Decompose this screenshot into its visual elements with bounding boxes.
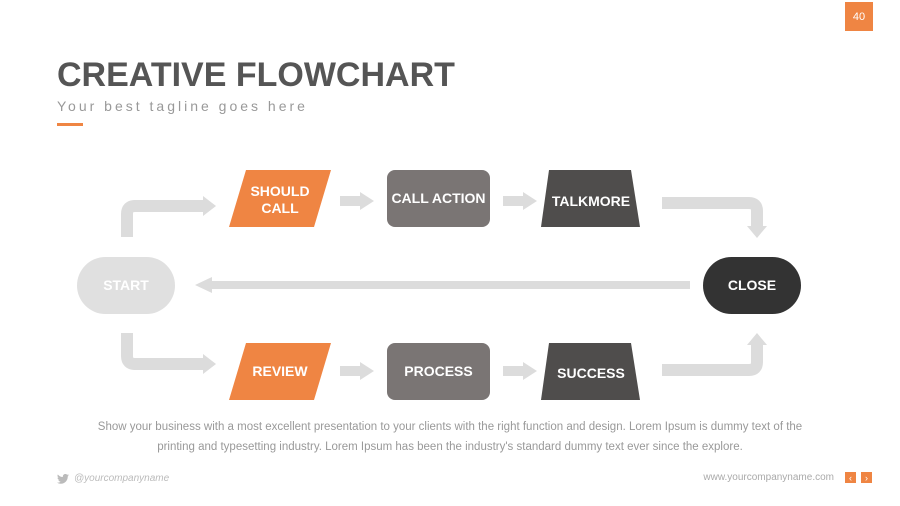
website-link[interactable]: www.yourcompanyname.com [703, 472, 834, 483]
node-should-call[interactable]: SHOULD CALL [229, 170, 331, 227]
node-close-label: CLOSE [728, 277, 776, 293]
arrowhead-icon [360, 362, 374, 380]
node-start-label: START [103, 277, 149, 293]
arrowhead-icon [195, 277, 212, 293]
description: Show your business with a most excellent… [97, 421, 803, 453]
node-review-label: REVIEW [252, 363, 308, 379]
node-review[interactable]: REVIEW [229, 343, 331, 400]
arrowhead-icon [523, 362, 537, 380]
arrowhead-icon [523, 192, 537, 210]
connector-talkmore-close [662, 197, 763, 227]
page-number: 40 [845, 2, 873, 31]
arrowhead-icon [360, 192, 374, 210]
title-underline [57, 123, 83, 126]
footer-nav: www.yourcompanyname.com ‹ › [703, 472, 872, 483]
node-call-action-label: CALL ACTION [391, 190, 485, 206]
footer-social: @yourcompanyname [57, 473, 169, 484]
next-button[interactable]: › [861, 472, 872, 483]
arrowhead-icon [747, 226, 767, 238]
social-handle: @yourcompanyname [74, 473, 170, 484]
arrowhead-icon [747, 333, 767, 345]
node-process[interactable]: PROCESS [387, 343, 490, 400]
node-process-label: PROCESS [404, 363, 472, 379]
page-title: CREATIVE FLOWCHART [57, 56, 455, 94]
twitter-icon [57, 473, 69, 484]
arrowhead-icon [203, 354, 216, 374]
prev-button[interactable]: ‹ [845, 472, 856, 483]
node-start[interactable]: START [77, 257, 175, 314]
node-should-call-label: SHOULD [250, 183, 309, 199]
arrowhead-icon [203, 196, 216, 216]
node-talkmore-label: TALKMORE [552, 193, 630, 209]
connector-start-top [121, 200, 205, 237]
node-close[interactable]: CLOSE [703, 257, 801, 314]
node-talkmore[interactable]: TALKMORE [541, 170, 640, 227]
node-success-label: SUCCESS [557, 365, 625, 381]
node-call-action[interactable]: CALL ACTION [387, 170, 490, 227]
node-should-call-label: CALL [261, 200, 299, 216]
connector-success-close [662, 343, 763, 376]
tagline: Your best tagline goes here [57, 98, 308, 114]
node-success[interactable]: SUCCESS [541, 343, 640, 400]
connector-start-bottom [121, 333, 205, 370]
